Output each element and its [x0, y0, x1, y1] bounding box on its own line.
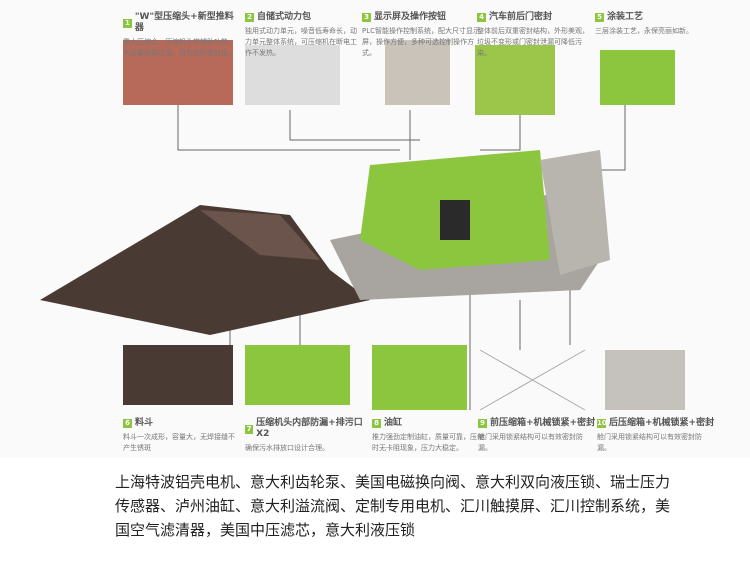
feature-desc: 三层涂装工艺，永保亮丽如新。: [595, 27, 693, 35]
feature-title: 油缸: [384, 418, 403, 428]
feature-number: 9: [478, 419, 487, 428]
thumb-4: [475, 45, 555, 115]
feature-number: 2: [245, 13, 254, 22]
thumb-1: [123, 40, 233, 105]
feature-desc: 独用式动力单元，噪音低寿命长，动力单元整体系统，可压缩机在断电工作不发热。: [245, 27, 357, 57]
feature-number: 3: [362, 13, 371, 22]
feature-title: 汽车前后门密封: [489, 12, 553, 22]
thumb-10: [605, 350, 685, 410]
feature-desc: 料斗一次成形，容量大，无焊接缝不产生锈斑: [123, 433, 235, 452]
feature-title: 后压缩箱+机械锁紧+密封: [609, 418, 715, 428]
feature-number: 4: [477, 13, 486, 22]
feature-desc: 舱门采用锁紧结构可以有效密封防漏。: [478, 433, 583, 452]
hopper: [40, 205, 370, 335]
thumb-8: [372, 345, 467, 410]
thumb-5: [600, 50, 675, 105]
callout-lines: [177, 100, 626, 410]
feature-number: 5: [595, 13, 604, 22]
feature-number: 1: [123, 18, 132, 28]
feature-title: 前压缩箱+机械锁紧+密封: [490, 418, 596, 428]
feature-1: 1"W"型压缩头+新型推料器重大压缩仓，压缩机头带辅助功能，大容量装载垃圾，具有…: [123, 12, 241, 59]
thumb-2: [245, 45, 340, 105]
feature-title: 自储式动力包: [257, 12, 312, 22]
thumb-7: [245, 345, 350, 405]
feature-title: 涂装工艺: [607, 12, 644, 22]
thumb-6: [123, 345, 233, 405]
feature-title: 显示屏及操作按钮: [374, 12, 447, 22]
feature-desc: 整体前后双重密封结构，外形美观，垃圾不变形或门密封泄漏可降低污染。: [477, 27, 589, 57]
machine-illustration: [40, 40, 685, 411]
feature-desc: PLC智能操作控制系统，配大尺寸显示屏，操作方便，多种可选控制操作方式。: [362, 27, 481, 57]
component-list-text: 上海特波铝壳电机、意大利齿轮泵、美国电磁换向阀、意大利双向液压锁、瑞士压力传感器…: [115, 473, 671, 539]
feature-desc: 舱门采用锁紧结构可以有效密封防漏。: [597, 433, 702, 452]
feature-desc: 确保污水排放口设计合理。: [245, 444, 329, 452]
feature-number: 10: [597, 419, 607, 428]
feature-number: 8: [372, 419, 381, 428]
feature-desc: 推力强劲定制油缸，质量可靠，压缩时无卡阻现象，压力大稳定。: [372, 433, 484, 452]
feature-number: 7: [245, 424, 254, 434]
thumb-3: [385, 40, 450, 105]
thumb-9: [479, 349, 586, 411]
feature-title: 料斗: [135, 418, 154, 428]
feature-title: 压缩机头内部防漏+排污口X2: [256, 418, 363, 439]
feature-number: 6: [123, 419, 132, 428]
feature-title: "W"型压缩头+新型推料器: [134, 12, 234, 33]
feature-desc: 重大压缩仓，压缩机头带辅助功能，大容量装载垃圾，具有较好密封性。: [123, 38, 235, 57]
